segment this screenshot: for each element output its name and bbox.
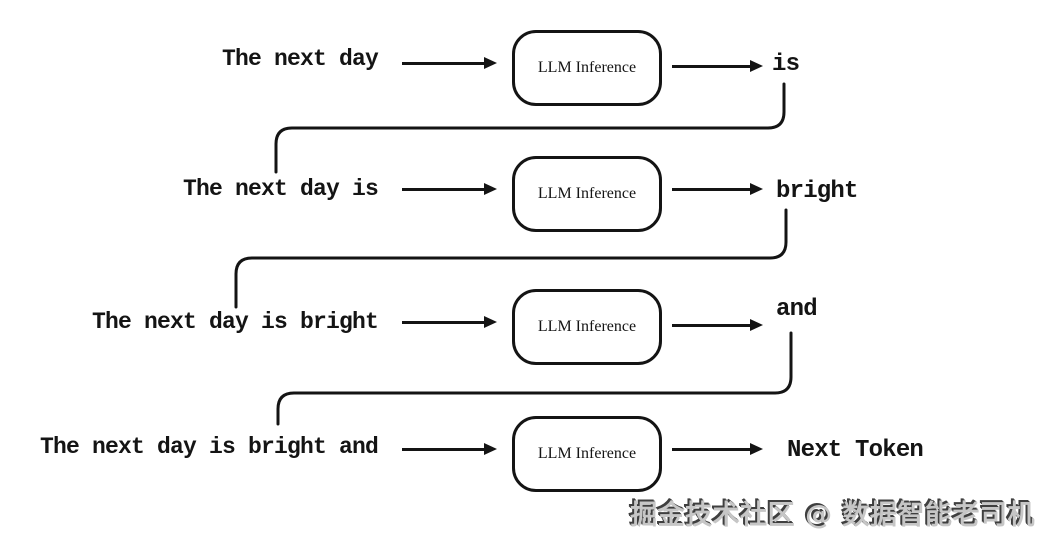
llm-inference-box-row1: LLM Inference — [512, 30, 662, 106]
prompt-text-row4: The next day is bright and — [39, 434, 379, 460]
output-token-row3: and — [776, 296, 818, 323]
output-arrow-row3 — [672, 319, 763, 331]
llm-inference-label-row3: LLM Inference — [537, 318, 637, 335]
feedback-connector-row2-to-row3 — [234, 208, 788, 309]
prompt-text-row1: The next day — [221, 46, 379, 72]
output-arrow-row4 — [672, 443, 763, 455]
input-arrow-row4 — [402, 443, 497, 455]
llm-inference-label-row1: LLM Inference — [537, 59, 637, 76]
input-arrow-row3 — [402, 316, 497, 328]
llm-inference-label-row4: LLM Inference — [537, 445, 637, 462]
llm-inference-label-row2: LLM Inference — [537, 185, 637, 202]
prompt-text-row2: The next day is — [182, 176, 379, 202]
prompt-text-row3: The next day is bright — [91, 309, 379, 335]
output-token-row1: is — [772, 51, 800, 78]
output-arrow-row2 — [672, 183, 763, 195]
llm-inference-box-row3: LLM Inference — [512, 289, 662, 365]
watermark: 掘金技术社区 @ 数据智能老司机 — [630, 500, 1035, 531]
output-token-row2: bright — [776, 178, 858, 205]
llm-inference-box-row4: LLM Inference — [512, 416, 662, 492]
llm-inference-box-row2: LLM Inference — [512, 156, 662, 232]
output-token-row4: Next Token — [787, 437, 924, 464]
input-arrow-row2 — [402, 183, 497, 195]
output-arrow-row1 — [672, 60, 763, 72]
input-arrow-row1 — [402, 57, 497, 69]
